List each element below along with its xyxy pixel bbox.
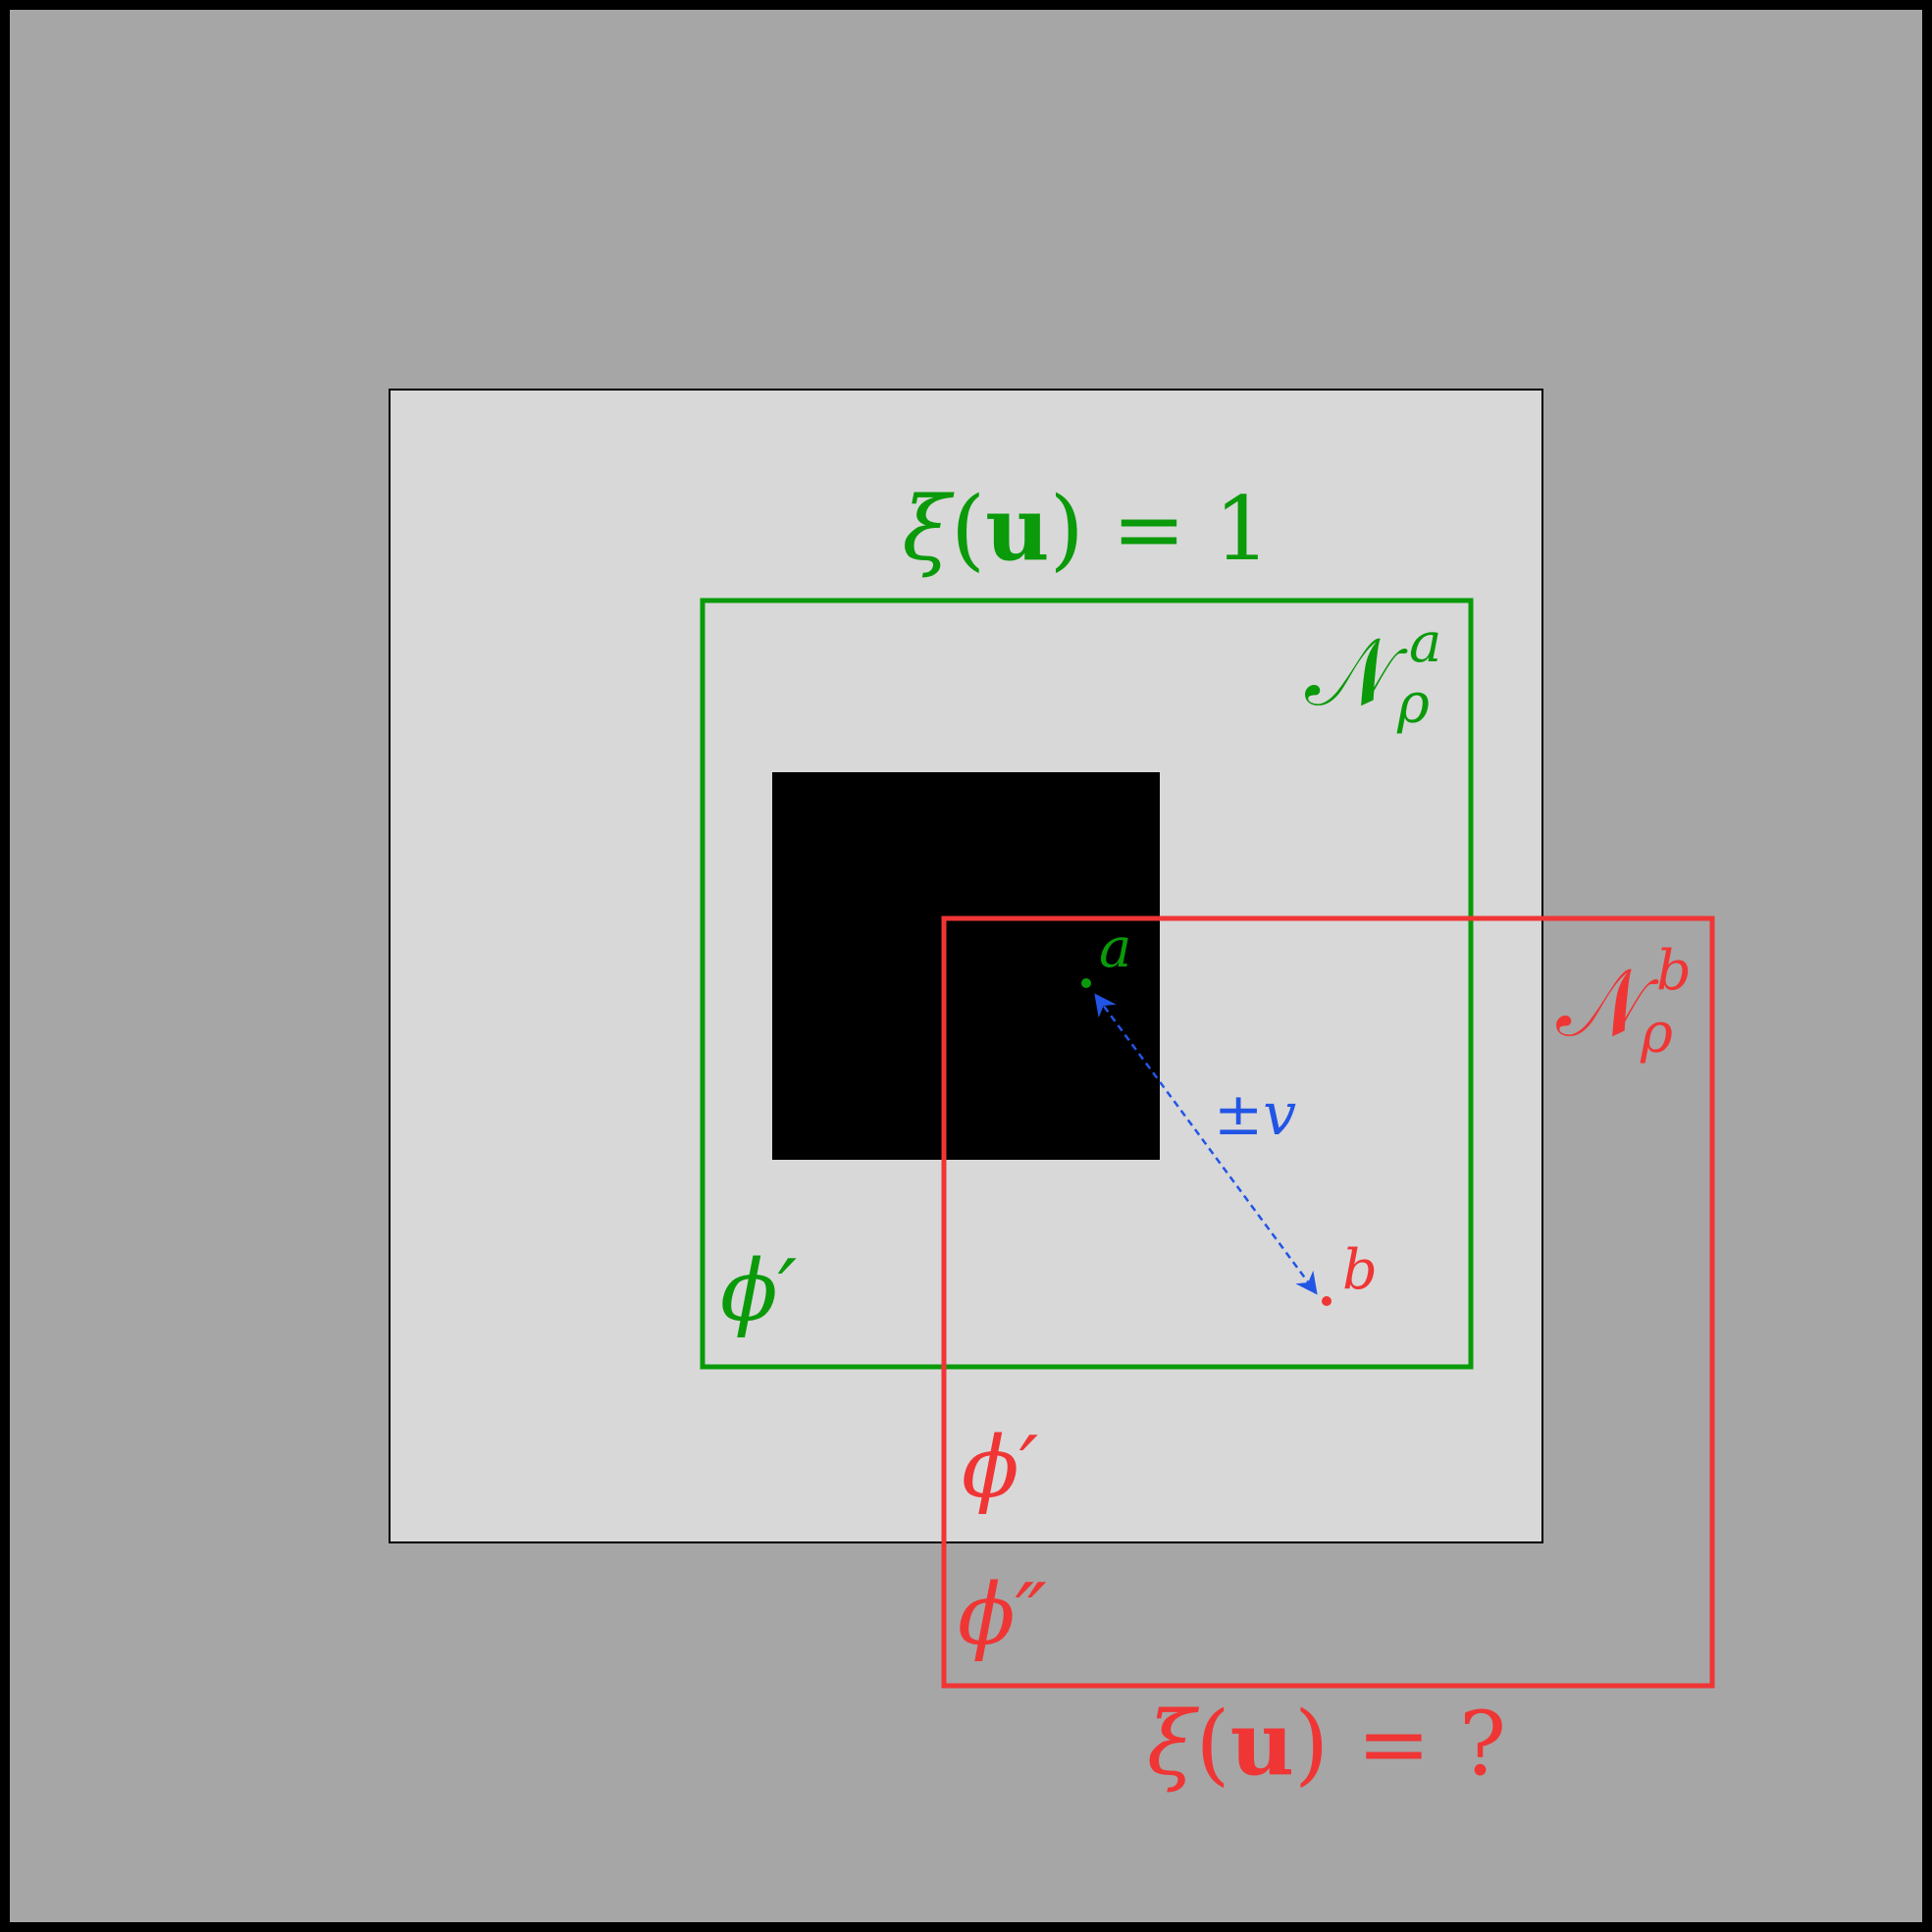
red-xi-symbol: ξ: [1147, 1693, 1200, 1796]
point-a-label: a: [1099, 916, 1131, 980]
red-xi-value: = ?: [1357, 1693, 1506, 1796]
shift-label: ±v: [1214, 1080, 1296, 1149]
red-set-sub: ρ: [1640, 1002, 1673, 1066]
green-xi-symbol: ξ: [902, 478, 955, 581]
point-a-dot: [1081, 978, 1091, 988]
red-phi-double-prime-label: ϕ″: [958, 1566, 1047, 1664]
point-b-label: b: [1342, 1238, 1378, 1302]
green-set-label: 𝒩: [1305, 617, 1408, 727]
green-xi-value: = 1: [1112, 478, 1270, 581]
green-set-sub: ρ: [1396, 672, 1430, 736]
shift-arrow: [1094, 993, 1318, 1295]
red-set-sup: b: [1656, 939, 1692, 1003]
point-b-dot: [1322, 1296, 1332, 1306]
red-set-label: 𝒩: [1556, 948, 1659, 1058]
red-u-symbol: u: [1230, 1692, 1294, 1796]
red-xi-label: ξ(u) = ?: [1147, 1692, 1506, 1796]
green-u-symbol: u: [985, 477, 1049, 581]
green-set-sup: a: [1409, 611, 1441, 675]
green-set-symbol: 𝒩: [1305, 617, 1408, 727]
red-phi-prime-label: ϕ′: [962, 1419, 1038, 1517]
green-phi-label: ϕ′: [720, 1242, 797, 1340]
red-set-symbol: 𝒩: [1556, 948, 1659, 1058]
red-neighbourhood-box: [941, 915, 1715, 1689]
green-neighbourhood-box: [700, 598, 1474, 1370]
green-xi-label: ξ(u) = 1: [902, 477, 1270, 581]
